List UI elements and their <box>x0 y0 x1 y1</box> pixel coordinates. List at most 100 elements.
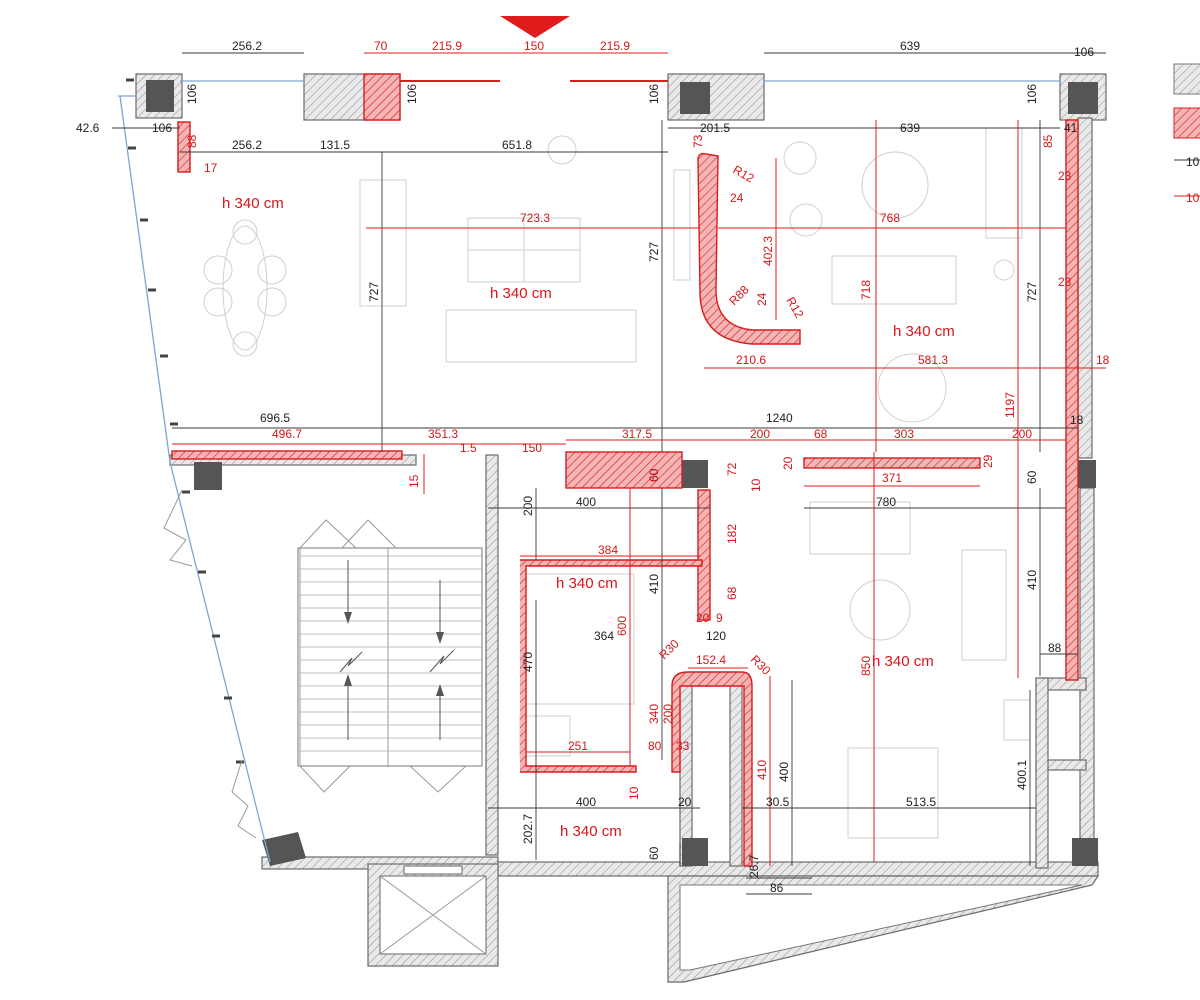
dimension-label: 1197 <box>1003 392 1017 418</box>
legend-label-existing-dim: 10 <box>1186 155 1200 169</box>
room-height-labels: h 340 cm h 340 cm h 340 cm h 340 cm h 34… <box>222 195 955 840</box>
dimension-label: 581.3 <box>918 353 948 367</box>
dimension-label: 60 <box>647 468 661 482</box>
dimension-label: 70 <box>374 39 388 53</box>
dimension-label: 106 <box>405 84 419 104</box>
dimension-label: 120 <box>706 629 726 643</box>
dimension-label: 30.5 <box>766 795 790 809</box>
facade-mullions <box>126 78 244 764</box>
dimension-label: 727 <box>647 242 661 262</box>
dimension-label: 131.5 <box>320 138 350 152</box>
dimension-label: 10 <box>749 478 763 492</box>
room-height-label: h 340 cm <box>490 285 552 302</box>
dimension-label: 88 <box>185 134 199 148</box>
folding-doors <box>163 489 257 839</box>
dimension-label: 402.3 <box>761 236 775 266</box>
dimension-label: 60 <box>1025 470 1039 484</box>
dimension-label: 23 <box>1058 169 1072 183</box>
legend-new-swatch <box>1173 107 1200 139</box>
legend: 10 10 <box>1173 63 1200 205</box>
glazing <box>118 80 1060 863</box>
dimension-label: 41 <box>1064 121 1078 135</box>
dimension-label: 72 <box>725 462 739 476</box>
dimension-label: 513.5 <box>906 795 936 809</box>
dimension-label: 20 <box>696 611 710 625</box>
dimension-label: 20 <box>781 456 795 470</box>
dimension-label: 60 <box>647 846 661 860</box>
dimension-label: 200 <box>1012 427 1032 441</box>
room-height-label: h 340 cm <box>893 323 955 340</box>
dimension-label: 303 <box>894 427 914 441</box>
dimension-label: 496.7 <box>272 427 302 441</box>
dimension-label: 68 <box>725 586 739 600</box>
dimension-label: 696.5 <box>260 411 290 425</box>
dimension-label: 201.5 <box>700 121 730 135</box>
dimension-label: 23 <box>1058 275 1072 289</box>
dimension-label: 182 <box>725 524 739 544</box>
north-arrow-icon <box>500 16 570 38</box>
dimension-label: 18 <box>1070 413 1084 427</box>
dimension-label: 73 <box>691 134 705 148</box>
staircase <box>297 519 483 793</box>
furniture-underlay <box>203 127 1031 839</box>
dimension-label: R12 <box>783 295 806 321</box>
dimension-label: 68 <box>814 427 828 441</box>
dimension-label: 24 <box>730 191 744 205</box>
dimension-label: 80 <box>648 739 662 753</box>
room-height-label: h 340 cm <box>560 823 622 840</box>
dimension-label: 251 <box>568 739 588 753</box>
room-height-label: h 340 cm <box>872 653 934 670</box>
dimension-label: 1.5 <box>460 441 477 455</box>
dimension-label: 60 <box>647 468 661 482</box>
dimension-label: 106 <box>1025 84 1039 104</box>
dimension-label: 651.8 <box>502 138 532 152</box>
dimension-label: 24 <box>755 292 769 306</box>
dimension-label: 17 <box>204 161 218 175</box>
dimension-label: 470 <box>521 652 535 672</box>
dimension-label: 106 <box>1074 45 1094 59</box>
dimension-label: R30 <box>748 652 774 678</box>
dimension-label: 639 <box>900 39 920 53</box>
dimension-label: 410 <box>647 574 661 594</box>
dimension-label: 106 <box>185 84 199 104</box>
dimension-label: 106 <box>152 121 172 135</box>
dimension-label: 215.9 <box>600 39 630 53</box>
dimension-label: 351.3 <box>428 427 458 441</box>
dimension-label: 317.5 <box>622 427 652 441</box>
dimension-label: 400 <box>777 762 791 782</box>
dimension-lines-black <box>112 52 1106 895</box>
dimension-label: 400.1 <box>1015 760 1029 790</box>
dimension-label: 723.3 <box>520 211 550 225</box>
dimension-label: 106 <box>647 84 661 104</box>
dimension-label: 20 <box>678 795 692 809</box>
dimension-label: 727 <box>1025 282 1039 302</box>
dimension-label: 371 <box>882 471 902 485</box>
room-height-label: h 340 cm <box>556 575 618 592</box>
dimension-label: 200 <box>661 704 675 724</box>
dimension-label: 9 <box>716 611 723 625</box>
dimension-label: 42.6 <box>76 121 100 135</box>
dimension-label: 88 <box>1048 641 1062 655</box>
dimension-label: 256.2 <box>232 39 262 53</box>
dimension-label: 727 <box>367 282 381 302</box>
dimension-label: 33 <box>676 739 690 753</box>
dimension-label: 400 <box>576 795 596 809</box>
dimension-label: 200 <box>521 496 535 516</box>
dimension-label: 150 <box>522 441 542 455</box>
dimension-label: 150 <box>524 39 544 53</box>
dimension-label: R88 <box>726 282 752 308</box>
dimension-label: 210.6 <box>736 353 766 367</box>
dimension-label: 15 <box>407 474 421 488</box>
dimension-label: 768 <box>880 211 900 225</box>
dimension-label: 26.7 <box>747 854 761 878</box>
dimension-label: 152.4 <box>696 653 726 667</box>
dimension-label: 1240 <box>766 411 793 425</box>
dimension-label: 340 <box>647 704 661 724</box>
dimension-label: 215.9 <box>432 39 462 53</box>
dimension-label: 200 <box>750 427 770 441</box>
dimension-lines-red <box>172 52 1106 866</box>
new-walls <box>171 73 1079 867</box>
dimension-label: 86 <box>770 881 784 895</box>
dimension-label: 718 <box>859 280 873 300</box>
